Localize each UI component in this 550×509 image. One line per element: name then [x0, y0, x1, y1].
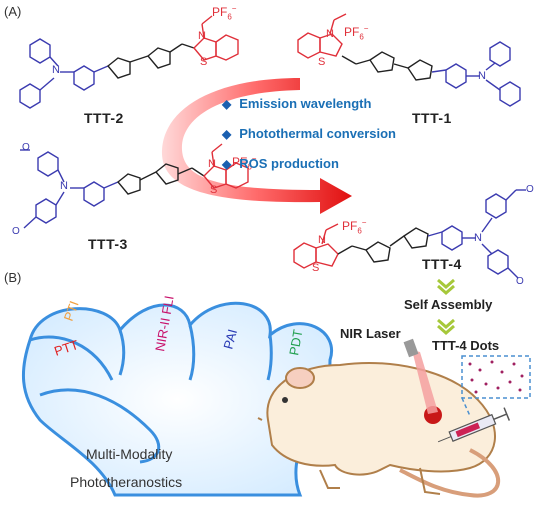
ttt4-structure: [293, 189, 526, 279]
mouse-illustration: [257, 362, 501, 498]
atom-nplus-ttt1: N: [326, 28, 334, 40]
atom-o-ttt4-top: O: [526, 184, 534, 195]
compound-ttt3: TTT-3: [88, 236, 128, 252]
property-emission: ◆Emission wavelength: [222, 96, 372, 111]
step-dots: TTT-4 Dots: [432, 338, 500, 353]
panel-label-a: (A): [4, 4, 22, 19]
atom-o-ttt4-bottom: O: [516, 276, 524, 287]
nir-laser-label: NIR Laser: [340, 326, 401, 341]
compound-ttt2: TTT-2: [84, 110, 124, 126]
dots-box: [461, 355, 531, 399]
counterion-ttt2: PF6−: [212, 4, 237, 22]
diamond-bullet-icon: ◆: [222, 97, 232, 111]
atom-n-ttt1: N: [478, 70, 486, 82]
modality-pai: PAI: [220, 328, 240, 351]
atom-s-ttt1: S: [318, 56, 326, 68]
laser-device: [403, 338, 419, 358]
counterion-ttt3: PF6−: [232, 154, 257, 172]
down-chevrons-bottom: [437, 318, 455, 335]
atom-o-ttt3-top: O: [22, 142, 30, 153]
ttt1-structure: [297, 13, 521, 107]
atom-nplus-ttt3: N: [208, 158, 216, 170]
fist-thumb: [39, 388, 161, 464]
atom-o-ttt3-bottom: O: [12, 226, 20, 237]
atom-s-ttt3: S: [210, 184, 218, 196]
caption-multi-modality: Multi-Modality: [86, 446, 173, 462]
compound-ttt4: TTT-4: [422, 256, 462, 272]
atom-n-ttt4: N: [474, 232, 482, 244]
counterion-ttt1: PF6−: [344, 24, 369, 42]
property-ros: ◆ROS production: [222, 156, 339, 171]
property-photothermal: ◆Photothermal conversion: [222, 126, 396, 141]
fist-illustration: [21, 301, 334, 497]
modality-pdt: PDT: [286, 328, 305, 356]
modality-ptt: PTT: [52, 337, 80, 359]
atom-s-ttt4: S: [312, 262, 320, 274]
ttt2-structure: [19, 15, 239, 109]
counterion-ttt4: PF6−: [342, 218, 367, 236]
atom-nplus-ttt2: N: [198, 30, 206, 42]
diamond-bullet-icon: ◆: [222, 157, 232, 171]
compound-ttt1: TTT-1: [412, 110, 452, 126]
atom-s-ttt2: S: [200, 56, 208, 68]
diamond-bullet-icon: ◆: [222, 127, 232, 141]
laser-beam: [412, 350, 438, 414]
syringe-icon: [437, 407, 511, 443]
atom-n-ttt3: N: [60, 180, 68, 192]
panel-label-b: (B): [4, 270, 22, 285]
dots-callout-line: [461, 397, 471, 417]
atom-nplus-ttt4: N: [318, 234, 326, 246]
atom-n-ttt2: N: [52, 64, 60, 76]
caption-phototheranostics: Phototheranostics: [70, 474, 183, 490]
modality-pti: PTI: [61, 299, 82, 323]
nanoparticle-dots: [468, 360, 524, 394]
ttt3-structure: [20, 143, 249, 229]
property-tuning-arrow: [161, 78, 352, 214]
down-chevrons-top: [437, 278, 455, 295]
step-self-assembly: Self Assembly: [404, 297, 493, 312]
